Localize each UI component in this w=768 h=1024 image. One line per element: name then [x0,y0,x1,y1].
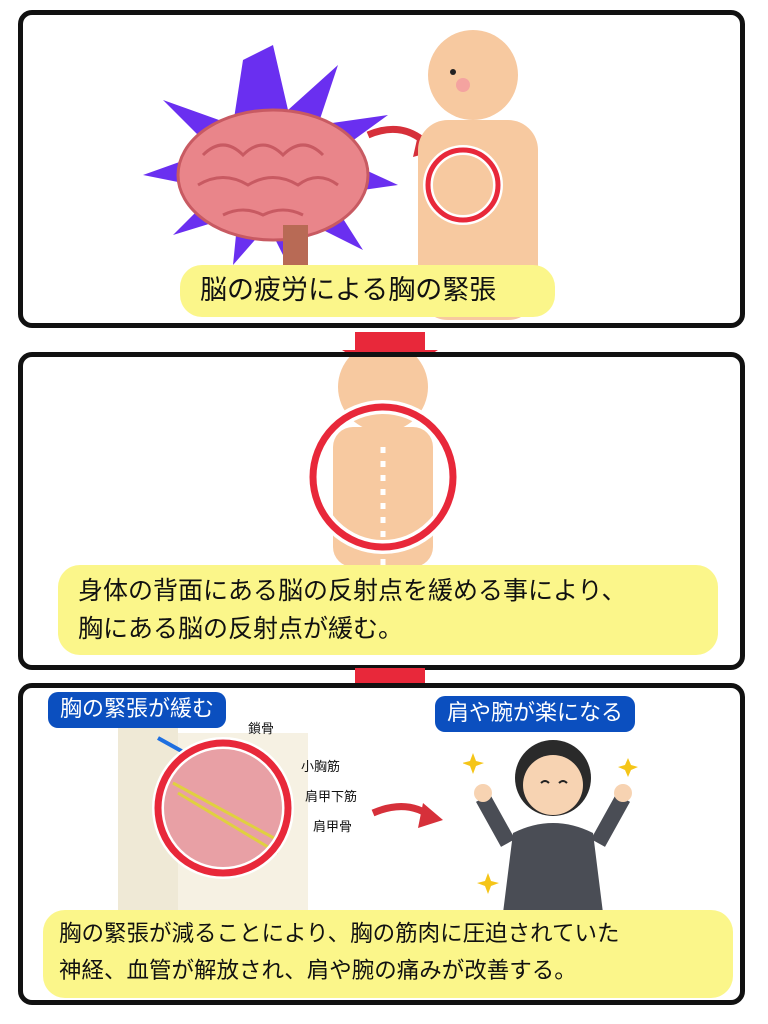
happy-woman-illustration [463,740,638,913]
caption-line: 胸にある脳の反射点が緩む。 [78,614,404,643]
anatomy-label: 肩甲骨 [313,820,353,835]
anatomy-label: 鎖骨 [248,722,275,737]
caption-line: 神経、血管が解放され、肩や腕の痛みが改善する。 [59,958,577,984]
shoulder-anatomy-illustration [118,713,308,923]
panel-result: 鎖骨 小胸筋 肩甲下筋 肩甲骨 胸の緊張が緩む 肩や腕が楽になる 胸の緊張が減る… [18,683,745,1005]
back-illustration [306,357,460,567]
anatomy-label: 肩甲下筋 [305,790,358,805]
caption: 脳の疲労による胸の緊張 [180,265,555,317]
caption: 身体の背面にある脳の反射点を緩める事により、 胸にある脳の反射点が緩む。 [58,565,718,655]
badge-arm-relief: 肩や腕が楽になる [435,696,636,732]
panel-brain-fatigue: 脳の疲労による胸の緊張 [18,10,745,328]
caption-line: 胸の緊張が減ることにより、胸の筋肉に圧迫されていた [59,921,620,947]
brain-illustration [143,45,398,275]
badge-chest-relaxed: 胸の緊張が緩む [48,692,227,728]
caption: 胸の緊張が減ることにより、胸の筋肉に圧迫されていた 神経、血管が解放され、肩や腕… [43,910,733,998]
caption-line: 身体の背面にある脳の反射点を緩める事により、 [78,576,627,605]
arrow-icon [371,803,443,828]
panel-back-reflex: 身体の背面にある脳の反射点を緩める事により、 胸にある脳の反射点が緩む。 [18,352,745,670]
anatomy-label: 小胸筋 [301,760,341,775]
